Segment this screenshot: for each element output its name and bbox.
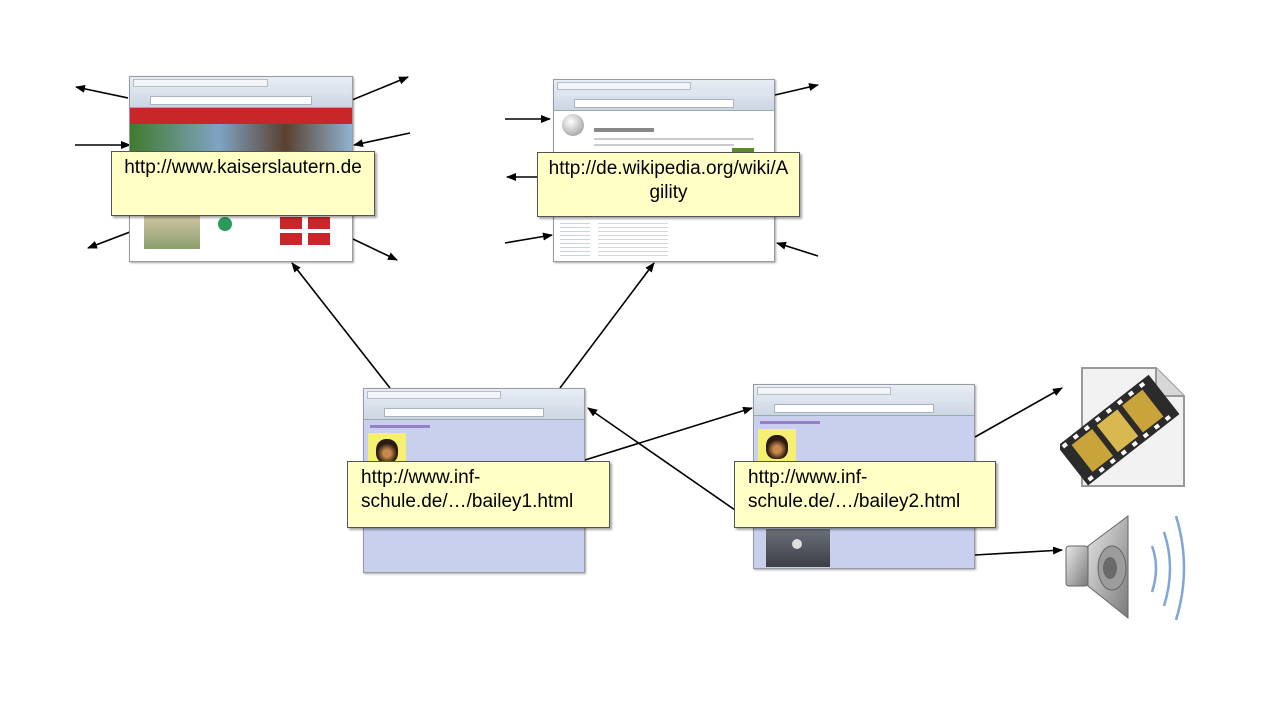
page-heading: [370, 425, 430, 428]
bailey1-url-label: http://www.inf-schule.de/…/bailey1.html: [347, 461, 610, 528]
film-file-icon: [1060, 367, 1185, 487]
kl-photo: [144, 213, 200, 249]
dog-photo: [758, 429, 796, 463]
arrow-bailey1-to-wikipedia: [559, 262, 655, 389]
arrow-kl-in-2: [353, 132, 411, 148]
kl-logo-icon: [218, 217, 232, 231]
arrow-wiki-in-2: [504, 232, 553, 244]
browser-chrome: [554, 80, 774, 111]
kl-header-banner: [130, 108, 352, 124]
browser-chrome: [754, 385, 974, 416]
kaiserslautern-url-label: http://www.kaiserslautern.de: [111, 151, 375, 216]
arrow-bailey2-to-bailey1: [587, 407, 736, 511]
browser-chrome: [130, 77, 352, 108]
page-heading: [760, 421, 820, 424]
browser-chrome: [364, 389, 584, 420]
bailey2-url-label: http://www.inf-schule.de/…/bailey2.html: [734, 461, 996, 528]
arrow-kl-out-4: [352, 238, 398, 261]
embedded-video-player: [766, 529, 830, 567]
arrow-wiki-in-3: [776, 241, 819, 257]
arrow-wiki-out-2: [774, 83, 819, 96]
arrow-kl-out-1: [75, 84, 129, 99]
wikipedia-url-label: http://de.wikipedia.org/wiki/Agility: [537, 152, 800, 217]
arrow-kl-out-3: [351, 76, 409, 101]
arrow-bailey1-to-bailey2: [584, 406, 753, 461]
arrow-kl-out-2: [87, 231, 131, 249]
speaker-icon: [1065, 515, 1186, 621]
arrow-bailey2-to-video: [974, 387, 1063, 438]
wikipedia-globe-icon: [562, 114, 584, 136]
arrow-bailey2-to-audio: [974, 546, 1063, 556]
arrow-bailey1-to-kaiserslautern: [291, 262, 391, 389]
